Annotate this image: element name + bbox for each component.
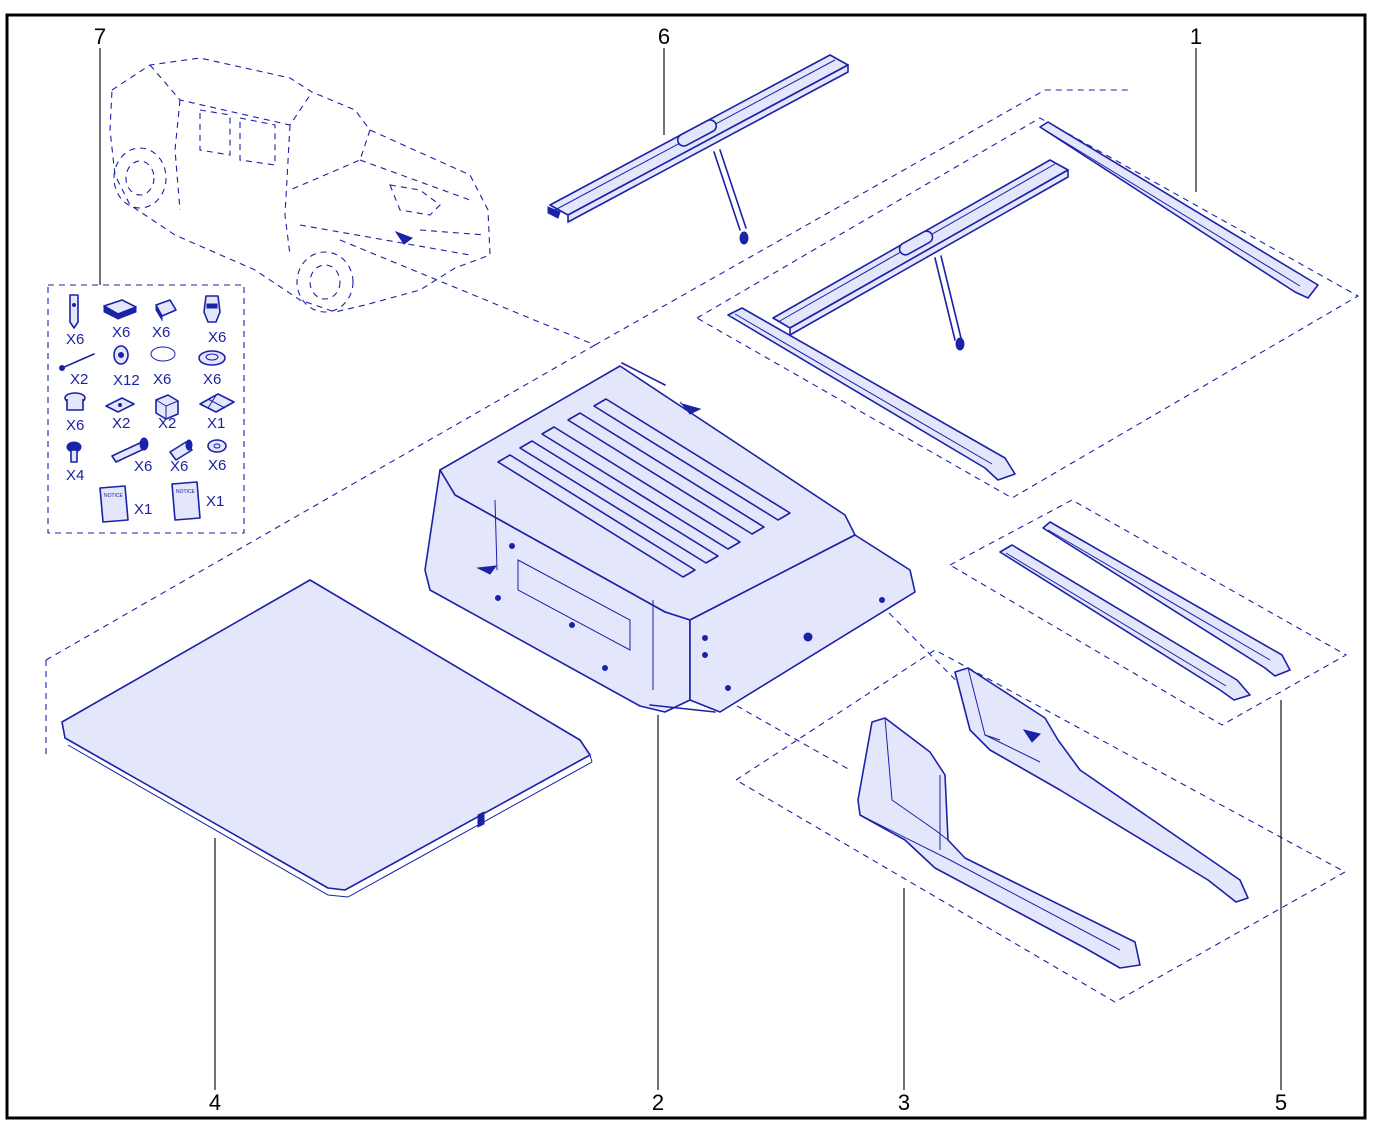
clamp-icon xyxy=(203,295,221,323)
rod-icon xyxy=(59,353,95,371)
callout-6: 6 xyxy=(658,24,670,49)
kit-qty: X2 xyxy=(158,415,176,432)
callout-7: 7 xyxy=(94,24,106,49)
kit-qty: X12 xyxy=(113,372,140,389)
side-rails-part-5 xyxy=(999,521,1291,701)
callout-2: 2 xyxy=(652,1090,664,1115)
pickup-truck-outline xyxy=(109,57,491,313)
kit-qty: X6 xyxy=(203,371,221,388)
kit-qty: X6 xyxy=(208,457,226,474)
tailgate-rail-part-6 xyxy=(547,54,849,245)
kit-qty: X6 xyxy=(153,371,171,388)
washer-icon xyxy=(207,439,227,453)
kit-qty: X2 xyxy=(112,415,130,432)
roof-rails-part-1 xyxy=(727,121,1319,481)
o-ring-icon xyxy=(150,346,176,362)
kit-qty: X6 xyxy=(152,324,170,341)
clip-icon xyxy=(69,294,79,329)
callout-3: 3 xyxy=(898,1090,910,1115)
kit-qty: X1 xyxy=(134,501,152,518)
bracket-box-icon xyxy=(155,394,179,420)
notice-booklet-label: NOTICE xyxy=(176,489,196,495)
roof-slats xyxy=(497,398,791,578)
callouts: 7 6 1 4 2 3 5 xyxy=(94,24,1287,1115)
plate-icon xyxy=(105,397,135,413)
diagram-frame xyxy=(5,13,1367,1120)
kit-qty: X6 xyxy=(112,324,130,341)
kit-qty: X1 xyxy=(206,493,224,510)
notice-booklet-icon: NOTICE xyxy=(99,485,129,523)
kit-qty: X4 xyxy=(66,467,84,484)
sleeve-icon xyxy=(169,439,193,461)
notice-booklet-icon: NOTICE xyxy=(171,481,201,521)
kit-qty: X6 xyxy=(208,329,226,346)
screw-icon xyxy=(111,437,149,463)
kit-qty: X6 xyxy=(66,331,84,348)
kit-qty: X1 xyxy=(207,415,225,432)
hardware-kit: X6 X6 X6 X6 X2 X12 X6 X6 xyxy=(47,284,245,534)
callout-1: 1 xyxy=(1190,24,1202,49)
callout-4: 4 xyxy=(209,1090,221,1115)
kit-qty: X2 xyxy=(70,371,88,388)
bolt-icon xyxy=(66,441,82,463)
kit-qty: X6 xyxy=(66,417,84,434)
callout-5: 5 xyxy=(1275,1090,1287,1115)
kit-qty: X6 xyxy=(170,458,188,475)
plug-icon xyxy=(64,392,86,411)
kit-qty: X6 xyxy=(134,458,152,475)
pad-sheet-icon xyxy=(199,393,235,413)
notice-booklet-label: NOTICE xyxy=(104,493,124,499)
side-trims-part-3 xyxy=(857,667,1249,969)
bed-mat-part-4 xyxy=(61,579,593,898)
block-icon xyxy=(155,299,177,322)
bracket-icon xyxy=(103,299,137,320)
grommet-icon xyxy=(198,350,226,366)
leader-lines xyxy=(99,48,1282,1090)
nut-icon xyxy=(113,345,129,365)
canopy-hardtop-part-2 xyxy=(424,362,916,713)
hardware-kit-box xyxy=(47,284,245,534)
